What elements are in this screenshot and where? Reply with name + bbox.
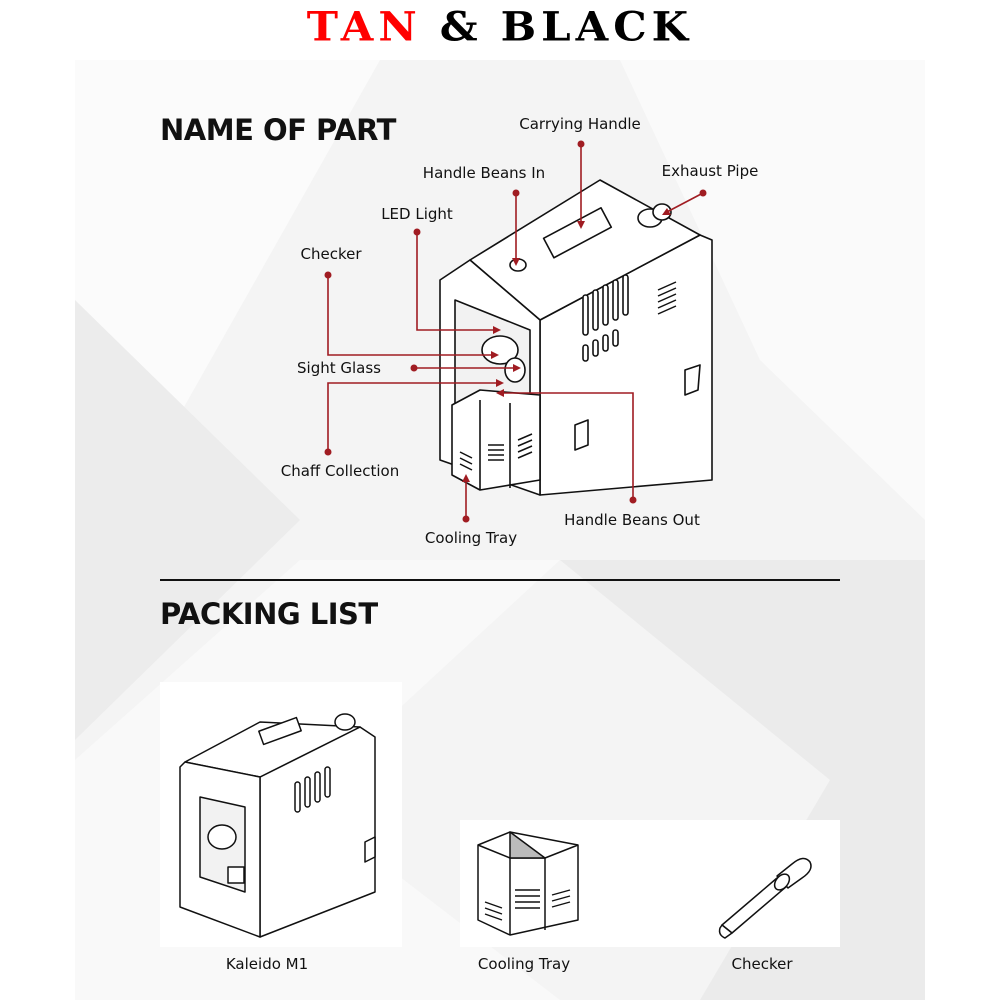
label-checker: Checker	[300, 245, 362, 263]
packing-item-checker-image	[592, 820, 840, 947]
label-exhaust-pipe: Exhaust Pipe	[661, 162, 759, 180]
packing-label-kaleido: Kaleido M1	[225, 955, 309, 973]
brand-ampersand: &	[439, 3, 483, 50]
packing-label-checker: Checker	[731, 955, 793, 973]
label-led-light: LED Light	[381, 205, 453, 223]
label-handle-beans-in: Handle Beans In	[422, 164, 546, 182]
packing-item-cooling-tray-image	[460, 820, 592, 947]
packing-label-cooling-tray: Cooling Tray	[477, 955, 571, 973]
brand-word-tan: TAN	[306, 3, 422, 50]
section-title-packing-list: PACKING LIST	[160, 597, 378, 631]
section-divider	[160, 579, 840, 581]
brand-word-black: BLACK	[500, 3, 694, 50]
label-cooling-tray: Cooling Tray	[424, 529, 518, 547]
section-title-name-of-part: NAME OF PART	[160, 113, 396, 147]
label-sight-glass: Sight Glass	[297, 359, 381, 377]
machine-diagram	[324, 140, 713, 523]
packing-item-kaleido-image	[160, 682, 402, 947]
leader-lines	[327, 144, 704, 519]
brand-logo: TAN&BLACK	[0, 3, 1000, 50]
label-handle-beans-out: Handle Beans Out	[564, 511, 700, 529]
label-carrying-handle: Carrying Handle	[519, 115, 641, 133]
label-chaff-collection: Chaff Collection	[280, 462, 400, 480]
